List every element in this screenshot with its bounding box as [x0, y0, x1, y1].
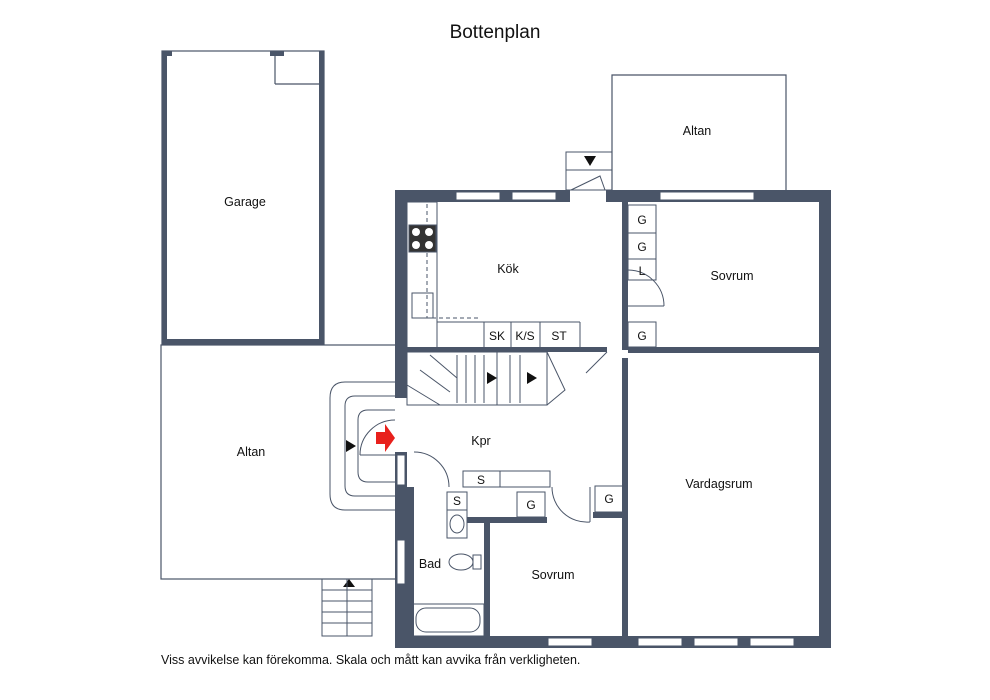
plan-title: Bottenplan — [449, 22, 541, 43]
room-label-sovrum-top: Sovrum — [710, 269, 753, 283]
room-label-garage: Garage — [224, 195, 266, 209]
room-label-altan-left: Altan — [237, 445, 266, 459]
fixture-label-s-bad: S — [453, 494, 461, 508]
fixture-label-g-hall: G — [604, 492, 613, 506]
altan-left-outline — [160, 344, 398, 580]
entry-arrow-icon — [376, 424, 395, 452]
disclaimer-text: Viss avvikelse kan förekomma. Skala och … — [161, 653, 581, 667]
fixture-label-sk: SK — [489, 329, 505, 343]
fixture-label-s-hall: S — [477, 473, 485, 487]
room-label-kpr: Kpr — [471, 434, 490, 448]
fixture-label-g1: G — [637, 213, 646, 227]
fixture-label-st: ST — [551, 329, 567, 343]
room-label-kok: Kök — [497, 262, 519, 276]
fixture-label-ks: K/S — [515, 329, 534, 343]
altan-top-outline — [611, 74, 787, 191]
fixture-label-l: L — [639, 264, 646, 278]
fixture-label-g3: G — [637, 329, 646, 343]
fixture-label-g-bed: G — [526, 498, 535, 512]
room-label-bad: Bad — [419, 557, 441, 571]
room-label-vardagsrum: Vardagsrum — [685, 477, 752, 491]
house-walls — [395, 190, 831, 648]
stairs — [406, 351, 566, 406]
room-label-altan-top: Altan — [683, 124, 712, 138]
fixture-label-g2: G — [637, 240, 646, 254]
room-label-sovrum-bottom: Sovrum — [531, 568, 574, 582]
